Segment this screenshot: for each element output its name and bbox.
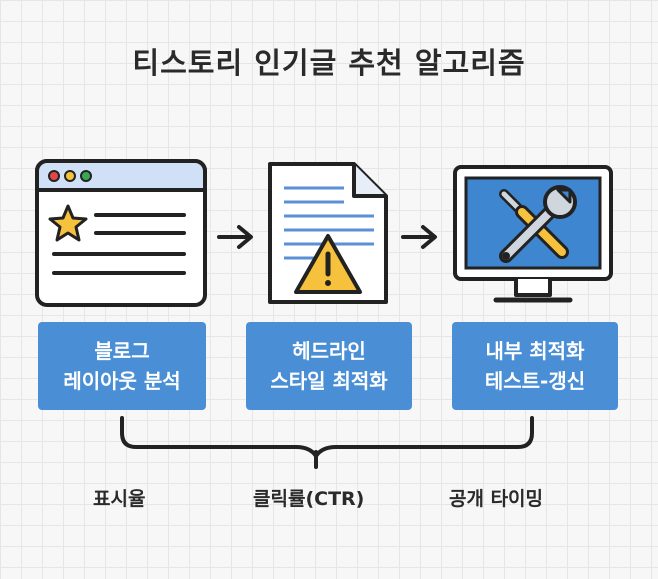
step-label-line1: 블로그 — [94, 339, 150, 363]
browser-star-icon — [35, 159, 207, 307]
step-label-line2: 레이아웃 분석 — [63, 369, 181, 393]
step-box-layout-analysis: 블로그 레이아웃 분석 — [38, 322, 206, 410]
step-box-internal-optimization: 내부 최적화 테스트-갱신 — [452, 322, 618, 410]
arrow-right-icon — [217, 225, 253, 249]
document-warning-icon — [268, 162, 388, 304]
step-label-line2: 테스트-갱신 — [484, 369, 586, 393]
step-box-headline-optimization: 헤드라인 스타일 최적화 — [246, 322, 412, 410]
metric-publish-timing: 공개 타이밍 — [449, 488, 544, 510]
diagram-title: 티스토리 인기글 추천 알고리즘 — [132, 46, 526, 80]
metric-click-through-rate: 클릭률(CTR) — [253, 488, 365, 510]
arrow-right-icon — [401, 225, 437, 249]
step-label-line1: 헤드라인 — [292, 339, 366, 363]
step-label-line1: 내부 최적화 — [485, 339, 585, 363]
monitor-tools-icon — [453, 165, 613, 303]
step-label-line2: 스타일 최적화 — [270, 369, 388, 393]
metric-exposure-rate: 표시율 — [93, 488, 146, 510]
